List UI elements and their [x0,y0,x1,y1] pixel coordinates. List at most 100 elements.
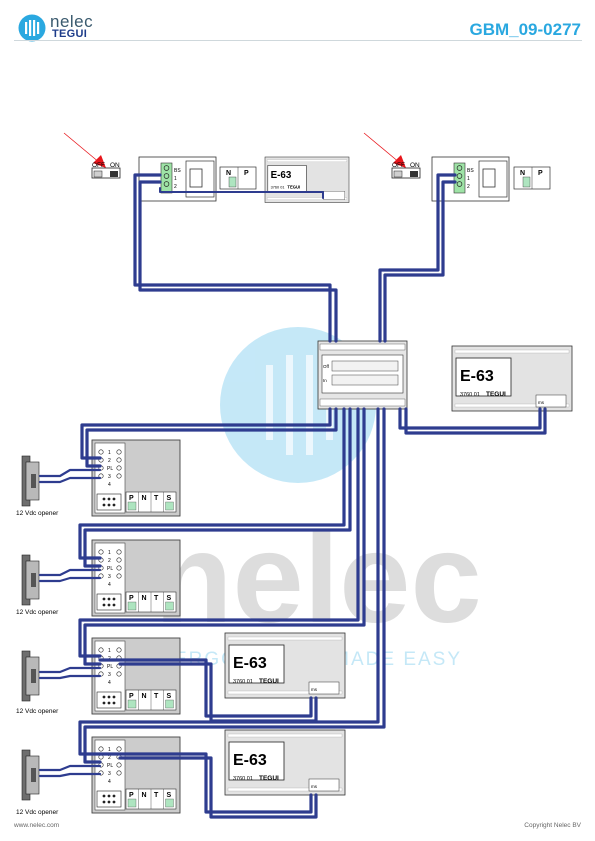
contactor-terminal-1: 1 [467,176,470,182]
cable-contactor-left-a [133,173,332,343]
psu-brand: TEGUI [287,185,300,190]
station-n-label: N [142,693,147,700]
station-row-4: 4 [108,779,111,785]
mains-terminal-left: N P [219,166,257,190]
cable-station4-a [78,407,380,756]
cable-psu4-b [118,756,318,819]
cable-opener4 [38,764,102,772]
station-row-pl: PL [107,566,113,572]
mains-n-label: N [226,170,231,177]
indicator-arrow-left [63,132,106,168]
station-row-2: 2 [108,558,111,564]
door-station-1: 1 2 PL 3 4 P N T S [91,439,181,517]
cable-opener4b [38,772,102,778]
footer-copyright: Copyright Nelec BV [524,822,581,829]
cable-station2-b [83,407,352,568]
psu-term-label: ms [538,400,545,405]
cable-psu-right-a [398,407,542,430]
cable-opener2 [38,568,102,577]
psu-term-label: ms [311,687,318,692]
cable-opener2b [38,576,102,583]
station-row-4: 4 [108,680,111,686]
cable-station3-a [78,407,360,658]
cable-psu3-a [98,658,313,718]
psu-model: E-63 [233,655,267,672]
station-row-4: 4 [108,482,111,488]
station-row-pl: PL [107,664,113,670]
door-station-4: 1 2 PL 3 4 P N T S [91,736,181,814]
opener-caption: 12 Vdc opener [16,510,59,517]
station-s-label: S [167,792,172,799]
station-n-label: N [142,595,147,602]
station-t-label: T [154,495,159,502]
cable-contactor-right-b [383,180,457,343]
station-row-1: 1 [108,450,111,456]
door-opener-3: 12 Vdc opener [16,650,59,715]
power-supply-top: E-63 3760 01 TEGUI [264,156,350,203]
cable-opener1b [38,476,102,484]
psu-model: E-63 [233,752,267,769]
contactor-left: BS 1 2 [138,156,217,202]
psu-term-label: ms [311,784,318,789]
power-supply-right: E-63 3760 01 TEGUI ms [451,345,573,412]
mains-n-label: N [520,170,525,177]
contactor-terminal-label: BS [174,168,181,174]
footer-website: www.nelec.com [14,822,60,829]
indicator-arrow-right [363,132,406,168]
cable-station1-b [85,407,338,468]
breaker-off-label: OFF [92,162,105,169]
contactor-terminal-2: 2 [467,184,470,190]
station-s-label: S [167,495,172,502]
cable-psu3-b [118,662,318,723]
station-row-pl: PL [107,763,113,769]
distributor-row1-label: Off [323,364,330,369]
door-opener-1: 12 Vdc opener [16,455,59,517]
breaker-on-label: ON [110,162,120,169]
opener-caption: 12 Vdc opener [16,708,59,715]
wiring-cables [38,173,547,819]
distributor-row2-label: In [323,378,327,383]
cable-psu4-a [98,752,313,814]
contactor-terminal-2: 2 [174,184,177,190]
cable-psu-right-b [404,407,547,435]
power-supply-3: E-63 3760 01 TEGUI ms [224,632,346,699]
psu-code: 3760 01 [233,679,253,685]
station-s-label: S [167,693,172,700]
door-station-2: 1 2 PL 3 4 P N T S [91,539,181,617]
cable-station2-a [78,407,346,560]
contactor-terminal-1: 1 [174,176,177,182]
station-row-pl: PL [107,466,113,472]
cable-opener3 [38,666,102,674]
station-row-3: 3 [108,474,111,480]
station-p-label: P [129,693,134,700]
header-divider [14,40,582,41]
station-row-2: 2 [108,458,111,464]
psu-brand: TEGUI [486,391,506,398]
station-p-label: P [129,595,134,602]
contactor-terminal-label: BS [467,168,474,174]
psu-brand: TEGUI [259,775,279,782]
station-row-2: 2 [108,755,111,761]
psu-model: E-63 [271,170,292,181]
psu-code: 3760 01 [271,186,285,190]
breaker-off-label: OFF [392,162,405,169]
breaker-on-label: ON [410,162,420,169]
psu-code: 3760 01 [233,776,253,782]
brand-sub: TEGUI [52,28,88,40]
cable-station4-b [83,407,386,764]
opener-caption: 12 Vdc opener [16,809,59,816]
brand-name: nelec [50,12,94,31]
cable-contactor-left-b [138,180,338,343]
station-row-1: 1 [108,648,111,654]
station-p-label: P [129,792,134,799]
station-row-1: 1 [108,747,111,753]
distributor-unit: Off In [317,340,408,410]
station-row-3: 3 [108,574,111,580]
cable-opener3b [38,674,102,680]
door-opener-2: 12 Vdc opener [16,554,59,616]
station-row-4: 4 [108,582,111,588]
station-row-1: 1 [108,550,111,556]
station-p-label: P [129,495,134,502]
psu-brand: TEGUI [259,678,279,685]
